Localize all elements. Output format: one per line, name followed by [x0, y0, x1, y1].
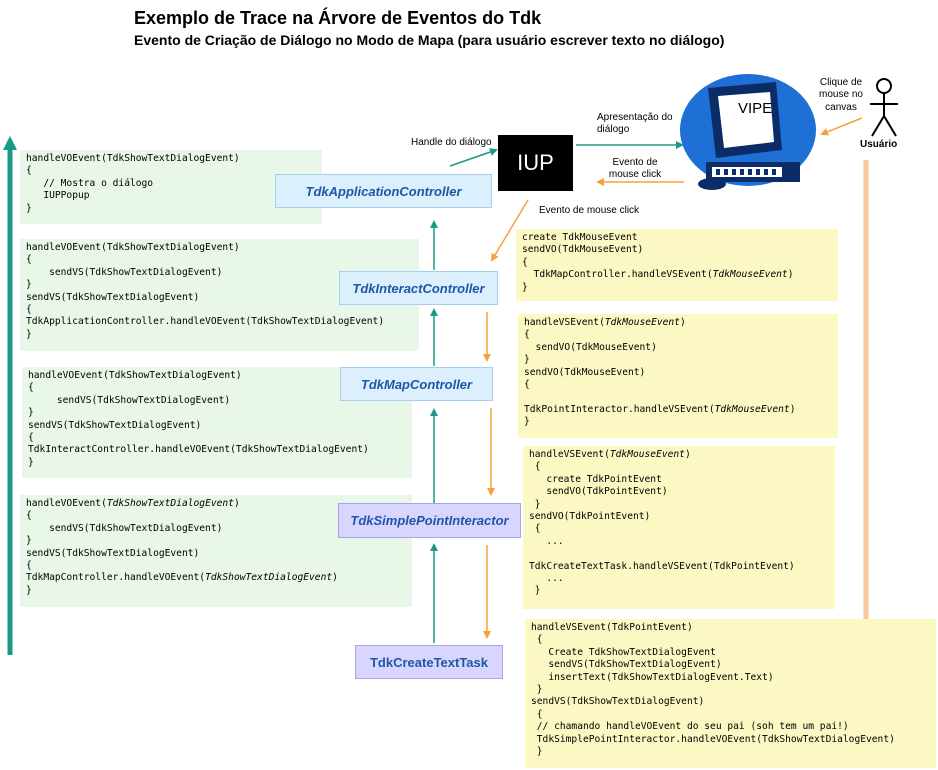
diagram-subtitle: Evento de Criação de Diálogo no Modo de …: [134, 32, 725, 48]
code-line: }: [531, 683, 543, 695]
vipe-label: VIPE: [738, 100, 773, 117]
code-line: TdkApplicationController.handleVOEvent(T…: [26, 316, 385, 328]
code-line: TdkMapController.handleVSEvent(TdkMouseE…: [522, 269, 794, 281]
code-line: [529, 548, 829, 560]
code-line: {: [529, 461, 541, 473]
code-line: }: [26, 202, 32, 214]
node-tdk-application-controller: TdkApplicationController: [275, 174, 492, 208]
code-line: handleVOEvent(TdkShowTextDialogEvent): [26, 498, 240, 509]
code-line: sendVS(TdkShowTextDialogEvent): [26, 266, 223, 278]
code-line: handleVOEvent(TdkShowTextDialogEvent): [28, 370, 242, 381]
code-line: handleVSEvent(TdkMouseEvent): [524, 317, 686, 328]
code-line: IUPPopup: [26, 190, 90, 202]
user-label: Usuário: [860, 139, 898, 150]
code-line: TdkCreateTextTask.handleVSEvent(TdkPoint…: [529, 560, 795, 572]
user-icon: [870, 78, 898, 137]
code-line: }: [26, 328, 32, 340]
label-apresentacao: Apresentação do diálogo: [597, 112, 673, 136]
code-line: {: [26, 254, 32, 266]
code-line: sendVO(TdkMouseEvent): [524, 366, 646, 378]
code-line: handleVOEvent(TdkShowTextDialogEvent): [26, 153, 240, 164]
code-line: TdkPointInteractor.handleVSEvent(TdkMous…: [524, 403, 796, 415]
code-block-app-controller: handleVOEvent(TdkShowTextDialogEvent){ /…: [20, 150, 322, 224]
label-evento-mouse-click-iup: Evento de mouse click: [608, 157, 662, 181]
arrow-iup-to-interact: [490, 199, 529, 262]
code-block-yellow-2: handleVSEvent(TdkMouseEvent){ sendVO(Tdk…: [518, 314, 838, 438]
code-line: TdkInteractController.handleVOEvent(TdkS…: [28, 444, 369, 456]
code-line: create TdkMouseEvent: [522, 232, 638, 243]
code-line: sendVS(TdkShowTextDialogEvent): [26, 547, 200, 559]
code-line: TdkSimplePointInteractor.handleVOEvent(T…: [531, 733, 895, 745]
code-line: {: [26, 165, 32, 177]
node-tdk-simple-point-interactor: TdkSimplePointInteractor: [338, 503, 521, 538]
code-line: }: [524, 354, 530, 366]
code-line: {: [28, 431, 34, 443]
code-line: TdkMapController.handleVOEvent(TdkShowTe…: [26, 572, 338, 584]
code-line: create TdkPointEvent: [529, 473, 662, 485]
arrow-user-to-vipe: [820, 117, 863, 136]
code-line: sendVS(TdkShowTextDialogEvent): [26, 522, 223, 534]
diagram-title: Exemplo de Trace na Árvore de Eventos do…: [134, 8, 542, 28]
code-line: {: [529, 523, 541, 535]
code-line: sendVO(TdkMouseEvent): [522, 244, 644, 256]
code-line: Create TdkShowTextDialogEvent: [531, 646, 716, 658]
code-line: {: [26, 510, 32, 522]
label-clique-canvas: Clique de mouse no canvas: [819, 77, 863, 113]
code-line: sendVS(TdkShowTextDialogEvent): [28, 419, 202, 431]
code-line: }: [26, 279, 32, 291]
code-line: {: [522, 256, 528, 268]
code-line: }: [529, 498, 541, 510]
code-line: {: [524, 378, 530, 390]
code-block-yellow-3: handleVSEvent(TdkMouseEvent) { create Td…: [523, 446, 835, 609]
code-line: }: [28, 456, 34, 468]
code-line: sendVS(TdkShowTextDialogEvent): [531, 659, 722, 671]
code-line: }: [28, 407, 34, 419]
code-line: {: [531, 708, 543, 720]
code-line: sendVS(TdkShowTextDialogEvent): [531, 696, 705, 708]
code-line: sendVO(TdkMouseEvent): [524, 341, 657, 353]
code-line: {: [26, 559, 32, 571]
code-block-interact-controller: handleVOEvent(TdkShowTextDialogEvent){ s…: [20, 239, 419, 351]
code-line: handleVSEvent(TdkMouseEvent): [529, 449, 691, 460]
iup-box: IUP: [498, 135, 573, 191]
code-line: // Mostra o diálogo: [26, 177, 154, 189]
code-line: sendVO(TdkPointEvent): [529, 510, 651, 522]
label-evento-mouse-click: Evento de mouse click: [539, 205, 640, 216]
node-tdk-interact-controller: TdkInteractController: [339, 271, 498, 305]
label-handle-dialogo: Handle do diálogo: [411, 137, 492, 148]
code-block-yellow-4: handleVSEvent(TdkPointEvent) { Create Td…: [525, 619, 936, 768]
code-line: }: [531, 745, 543, 757]
code-line: {: [28, 382, 34, 394]
code-line: }: [26, 535, 32, 547]
code-line: // chamando handleVOEvent do seu pai (so…: [531, 721, 849, 733]
code-line: {: [26, 303, 32, 315]
code-line: sendVS(TdkShowTextDialogEvent): [26, 291, 200, 303]
code-line: [524, 391, 832, 403]
node-tdk-map-controller: TdkMapController: [340, 367, 493, 401]
code-line: {: [524, 329, 530, 341]
code-line: }: [26, 584, 32, 596]
code-line: {: [531, 634, 543, 646]
code-line: sendVS(TdkShowTextDialogEvent): [28, 394, 231, 406]
code-line: sendVO(TdkPointEvent): [529, 486, 668, 498]
code-line: insertText(TdkShowTextDialogEvent.Text): [531, 671, 774, 683]
node-tdk-create-text-task: TdkCreateTextTask: [355, 645, 503, 679]
code-line: }: [529, 585, 541, 597]
code-line: handleVOEvent(TdkShowTextDialogEvent): [26, 242, 240, 253]
code-line: }: [522, 281, 528, 293]
code-line: ...: [529, 535, 564, 547]
code-line: handleVSEvent(TdkPointEvent): [531, 622, 693, 633]
code-line: }: [524, 416, 530, 428]
arrow-app-to-iup: [449, 148, 498, 167]
computer-icon: [680, 74, 816, 190]
code-line: ...: [529, 572, 564, 584]
